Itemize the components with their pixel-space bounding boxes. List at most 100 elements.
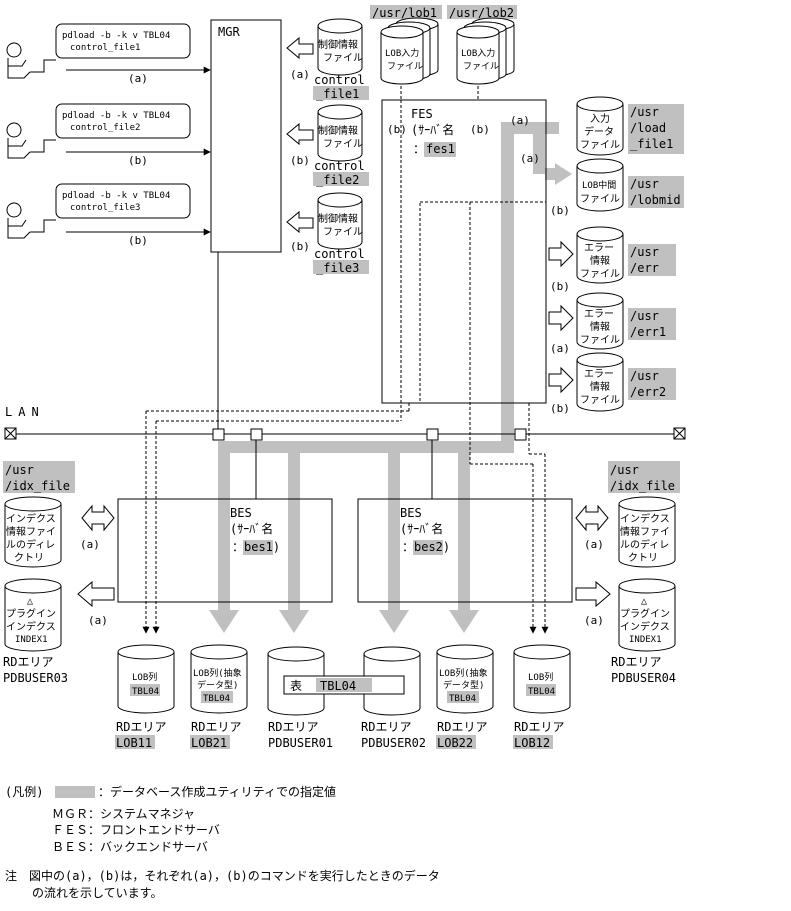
svg-text:/lobmid: /lobmid — [630, 193, 681, 207]
bes-name: bes1) — [244, 540, 280, 554]
svg-text:_file1: _file1 — [630, 137, 673, 151]
flow-label: (b) — [290, 240, 310, 253]
svg-text:情報: 情報 — [590, 380, 610, 393]
svg-text:データ型): データ型) — [443, 679, 484, 691]
lan-label: LAN — [5, 405, 45, 419]
svg-text:/err2: /err2 — [630, 385, 666, 399]
flow-label: (a) — [550, 342, 570, 355]
note: 注 図中の(a)，(b)は，それぞれ(a)，(b)のコマンドを実行したときのデー… — [5, 868, 440, 900]
svg-text:INDEX1: INDEX1 — [15, 635, 48, 645]
fes-server-name: (ｻｰﾊﾞ名 — [411, 122, 454, 137]
svg-text:RDエリア: RDエリア — [514, 720, 564, 734]
svg-text:PDBUSER04: PDBUSER04 — [611, 671, 676, 685]
user-icon — [6, 202, 56, 239]
fes-name: fes1 — [426, 142, 455, 156]
file-name: _file3 — [316, 261, 359, 275]
svg-text:入力: 入力 — [590, 112, 610, 125]
svg-text:RDエリア: RDエリア — [361, 720, 411, 734]
svg-text:△: △ — [27, 596, 33, 607]
user-icon — [6, 122, 56, 159]
svg-text:RDエリア: RDエリア — [611, 655, 661, 669]
bes-box-2 — [357, 498, 573, 603]
svg-text:/usr: /usr — [610, 463, 639, 477]
bes-box-1 — [117, 498, 333, 603]
svg-text:/usr: /usr — [630, 309, 659, 323]
svg-text:クトリ: クトリ — [628, 552, 658, 564]
svg-text:/usr: /usr — [630, 245, 659, 259]
svg-text:インデクス: インデクス — [6, 512, 56, 525]
svg-text:インデクス: インデクス — [620, 512, 670, 525]
mgr-label: MGR — [218, 25, 240, 39]
file-label: ファイル — [323, 227, 363, 238]
svg-text:(ｻｰﾊﾞ名: (ｻｰﾊﾞ名 — [400, 521, 443, 536]
svg-text:ルのディレ: ルのディレ — [620, 538, 669, 551]
rd-areas: 表 TBL04 LOB列 TBL04 LOB列(抽象 データ型) TBL04 L… — [115, 644, 571, 750]
svg-text:/idx_file: /idx_file — [610, 479, 675, 493]
legend-gray-swatch — [55, 786, 95, 798]
file-label: LOB入力 — [461, 47, 495, 59]
svg-text:ＦＥＳ：フロントエンドサーバ: ＦＥＳ：フロントエンドサーバ — [52, 823, 220, 837]
svg-text:ファイル: ファイル — [580, 335, 620, 346]
svg-text:：: ： — [232, 540, 244, 554]
file-name: control — [314, 159, 365, 173]
svg-text:表: 表 — [290, 679, 302, 693]
command-text: pdload -b -k v TBL04 — [62, 31, 170, 41]
flow-label: (b) — [128, 234, 148, 247]
flow-label: (a) — [290, 68, 310, 81]
svg-text:LOB列: LOB列 — [132, 671, 157, 683]
svg-text:クトリ: クトリ — [14, 552, 44, 564]
file-name: control — [314, 73, 365, 87]
file-name: control — [314, 247, 365, 261]
svg-text:/load: /load — [630, 121, 666, 135]
file-cylinder — [317, 18, 363, 76]
svg-text:プラグイン: プラグイン — [620, 607, 670, 620]
fes-files: (b) (a) (b) 入力 データ ファイル LOB中間 ファイル エラー 情… — [548, 96, 684, 415]
user-icon — [6, 42, 56, 79]
svg-text:TBL04: TBL04 — [449, 694, 476, 704]
flow-label: (a) — [128, 72, 148, 85]
svg-text:LOB列(抽象: LOB列(抽象 — [193, 667, 242, 679]
svg-text:プラグイン: プラグイン — [6, 607, 56, 620]
lob-path: /usr/lob2 — [449, 6, 514, 20]
file-label: ファイル — [323, 53, 363, 64]
svg-text:ファイル: ファイル — [580, 395, 620, 406]
svg-text:RDエリア: RDエリア — [3, 655, 53, 669]
mgr-box — [210, 19, 282, 253]
svg-text:エラー: エラー — [584, 368, 614, 380]
file-label: 制御情報 — [318, 212, 358, 225]
svg-text:PDBUSER02: PDBUSER02 — [361, 736, 426, 750]
user-group: pdload -b -k v TBL04 control_file1 pdloa… — [6, 23, 211, 247]
svg-text:RDエリア: RDエリア — [116, 720, 166, 734]
svg-text:PDBUSER03: PDBUSER03 — [3, 671, 68, 685]
svg-text:LOB中間: LOB中間 — [582, 179, 616, 191]
svg-text:TBL04: TBL04 — [132, 687, 159, 697]
file-cylinder — [317, 104, 363, 162]
fes-box — [381, 99, 547, 404]
svg-text:RDエリア: RDエリア — [191, 720, 241, 734]
svg-text:：データベース作成ユティリティでの指定値: ：データベース作成ユティリティでの指定値 — [98, 784, 336, 799]
svg-text:(ｻｰﾊﾞ名: (ｻｰﾊﾞ名 — [230, 521, 273, 536]
svg-text:BES: BES — [400, 506, 422, 520]
gray-data-flow — [209, 122, 572, 633]
svg-text:ＢＥＳ：バックエンドサーバ: ＢＥＳ：バックエンドサーバ — [52, 840, 208, 854]
svg-text:LOB11: LOB11 — [116, 736, 152, 750]
svg-text:/err1: /err1 — [630, 325, 666, 339]
legend: (凡例) ：データベース作成ユティリティでの指定値 ＭＧＲ：システムマネジャ Ｆ… — [5, 784, 336, 854]
command-box — [55, 103, 191, 139]
flow-label: (b) — [550, 204, 570, 217]
flow-label: (a) — [80, 538, 100, 551]
flow-label: (a) — [584, 614, 604, 627]
flow-label: (a) — [510, 114, 530, 127]
file-label: 制御情報 — [318, 38, 358, 51]
file-label: ファイル — [387, 62, 423, 72]
command-text: pdload -b -k v TBL04 — [62, 111, 170, 121]
svg-text:RDエリア: RDエリア — [437, 720, 487, 734]
plugin-indexes: △ プラグイン インデクス INDEX1 △ プラグイン インデクス INDEX… — [3, 578, 676, 685]
svg-text:/idx_file: /idx_file — [5, 479, 70, 493]
lob-input-files: /usr/lob1 /usr/lob2 LOB入力 ファイル LOB入力 ファイ… — [370, 5, 517, 100]
svg-text:/err: /err — [630, 261, 659, 275]
svg-text:エラー: エラー — [584, 242, 614, 254]
svg-text:ファイル: ファイル — [580, 194, 620, 205]
svg-text:情報: 情報 — [590, 320, 610, 333]
command-file: control_file2 — [70, 123, 140, 133]
